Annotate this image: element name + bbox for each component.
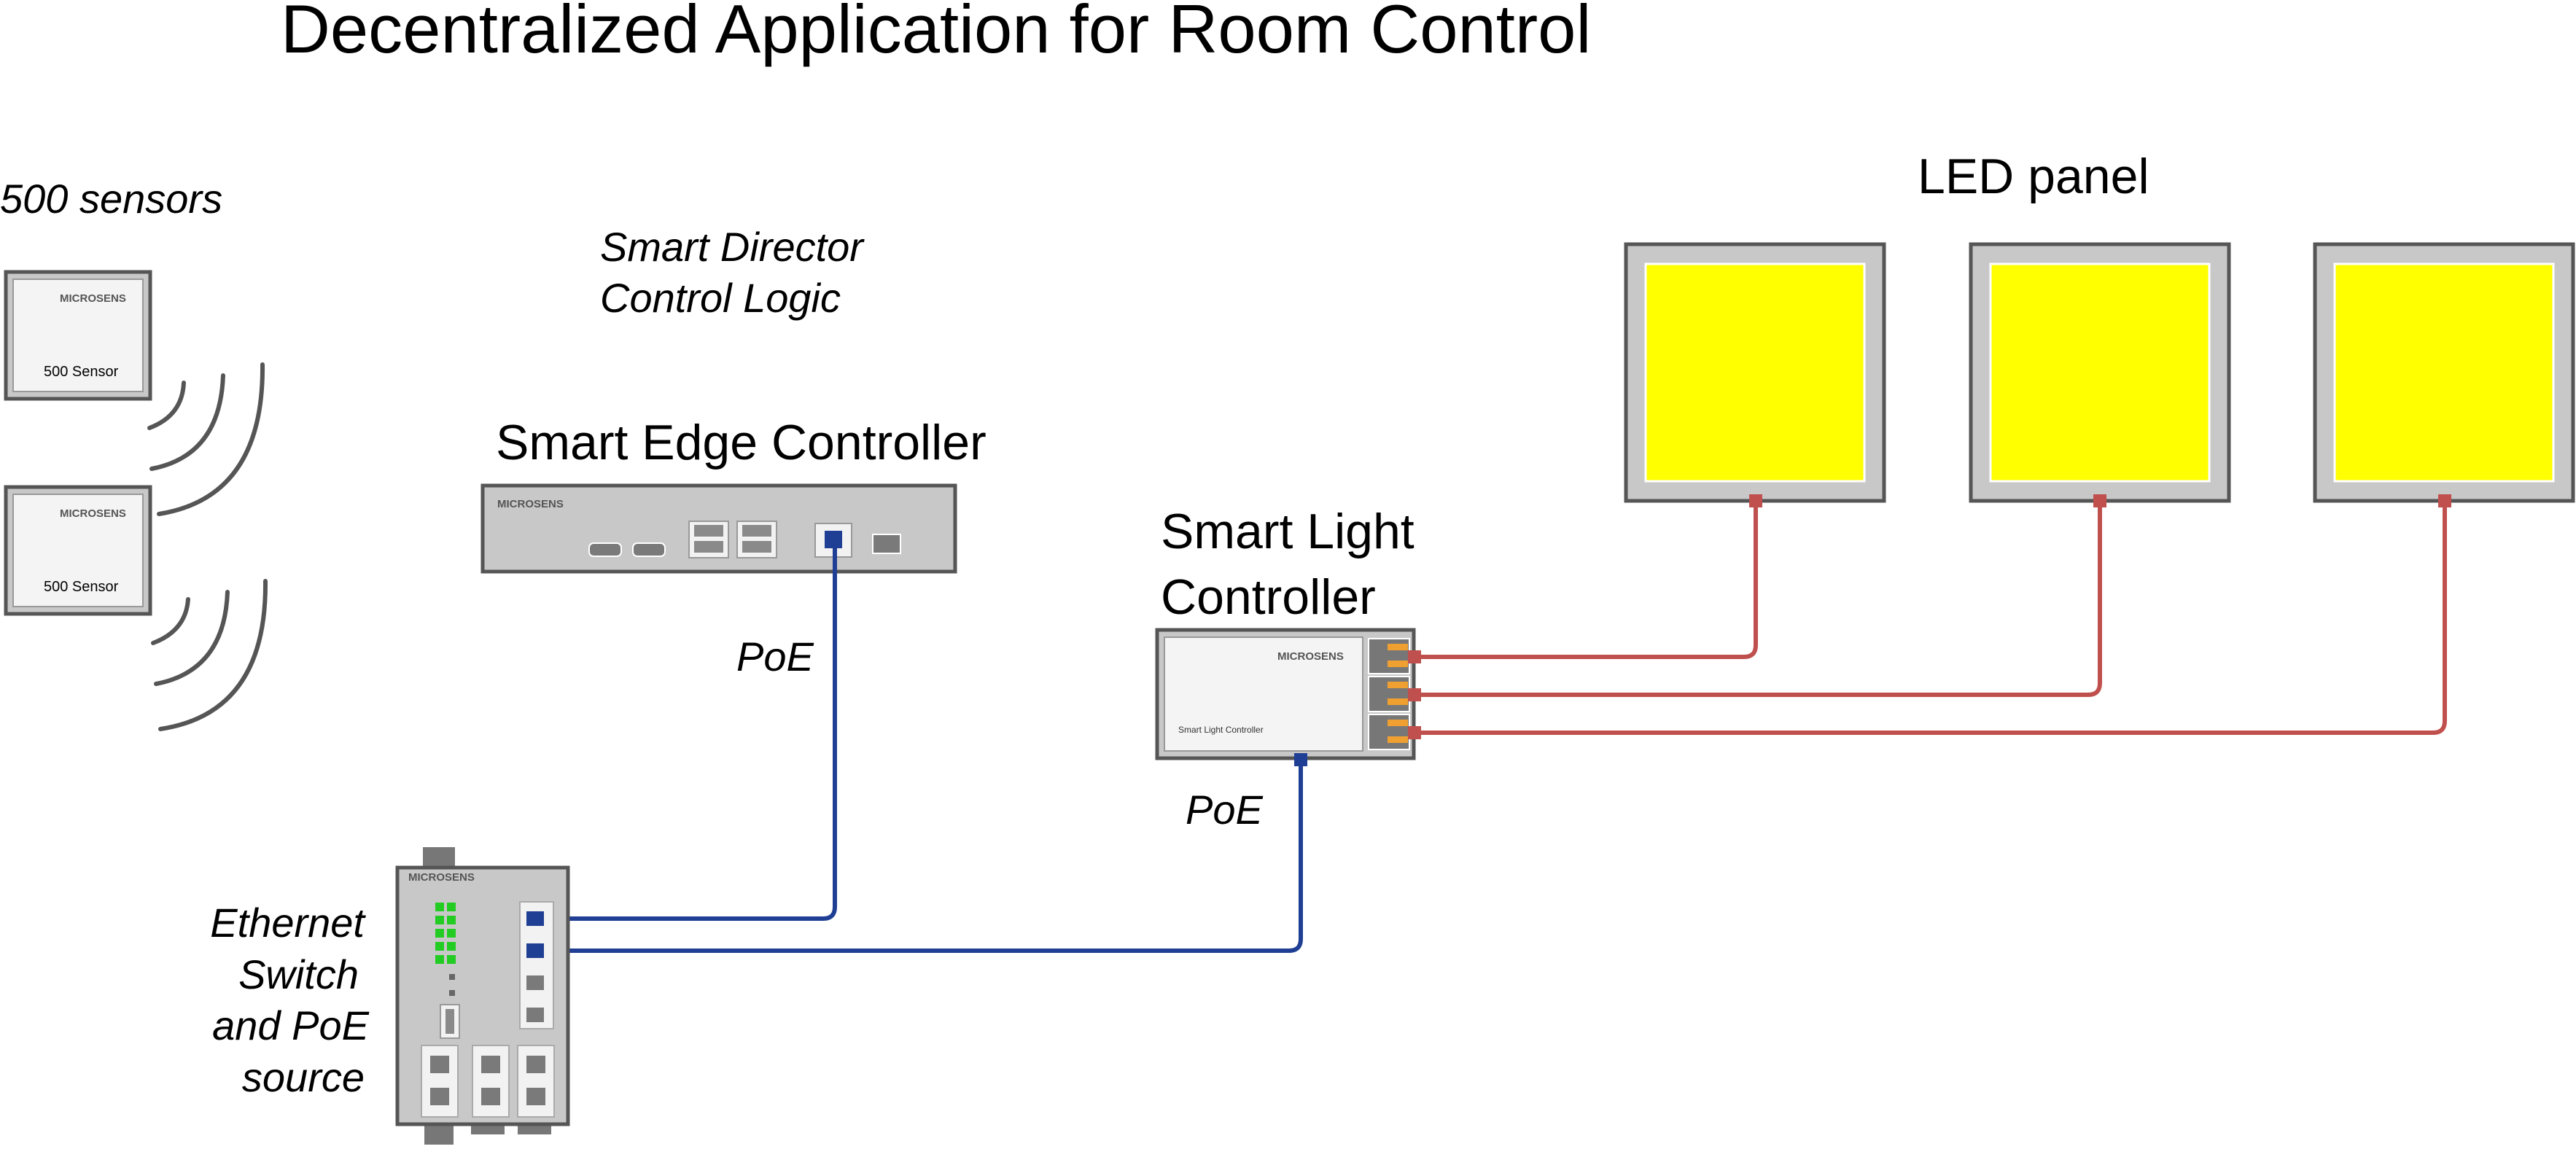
edge-controller-brand: MICROSENS	[497, 498, 564, 510]
sensor-brand: MICROSENS	[60, 292, 126, 305]
light-controller-face	[1164, 636, 1363, 752]
poe-label-light: PoE	[1186, 787, 1263, 833]
switch-port	[526, 1088, 545, 1105]
signal-wave	[149, 373, 225, 471]
smart-director-line2: Control Logic	[600, 275, 841, 321]
switch-label-line: Ethernet	[210, 900, 366, 946]
switch-port	[430, 1056, 449, 1073]
sensor-device: MICROSENS 500 Sensor	[4, 485, 152, 616]
indicator-dot	[449, 990, 455, 996]
switch-label-line: Switch	[238, 951, 359, 997]
indicator-dot	[449, 974, 455, 980]
poe-cable-edge	[534, 540, 837, 921]
switch-label: Ethernet Switch and PoE source	[210, 900, 369, 1100]
light-controller-label-line2: Controller	[1161, 569, 1376, 625]
signal-wave	[154, 590, 230, 686]
din-rail-clip	[424, 1123, 454, 1145]
power-cable	[1414, 501, 2102, 697]
switch-port	[430, 1088, 449, 1105]
hdmi-port	[588, 542, 622, 557]
sensor-waves	[147, 362, 265, 516]
power-port	[872, 534, 901, 554]
cable-terminal	[1408, 650, 1421, 663]
power-cables	[1408, 494, 2451, 739]
cable-terminal	[1749, 494, 1762, 507]
smart-light-controller: Smart Light Controller MICROSENS Smart L…	[1155, 504, 1416, 760]
din-rail-clip	[518, 1124, 551, 1134]
led-panel	[2313, 242, 2575, 503]
usb-port-pair	[736, 521, 777, 558]
led-panels-group: LED panel	[1624, 149, 2575, 503]
cable-terminal	[2093, 494, 2106, 507]
power-cable	[1414, 501, 2447, 735]
hdmi-port	[632, 542, 666, 557]
poe-cable-light	[534, 758, 1303, 953]
status-leds	[435, 903, 456, 964]
smart-director-label: Smart Director Control Logic	[600, 224, 865, 321]
switch-port	[526, 1056, 545, 1073]
power-cable	[1414, 501, 1758, 659]
switch-port	[526, 1008, 544, 1022]
sensor-label: 500 Sensor	[44, 579, 119, 595]
smart-director-line1: Smart Director	[600, 224, 865, 270]
light-controller-device-label: Smart Light Controller	[1178, 725, 1264, 735]
sensors-group: 500 sensors MICROSENS 500 Sensor MICROSE…	[0, 176, 268, 731]
bottom-port-block	[517, 1045, 555, 1118]
ethernet-switch: MICROSENS	[395, 847, 570, 1145]
sensor-waves	[151, 579, 268, 731]
signal-wave	[158, 579, 268, 731]
led-panel	[1969, 242, 2231, 503]
sensor-face	[12, 279, 144, 392]
cable-terminal	[1294, 753, 1307, 766]
poe-label-edge: PoE	[736, 634, 814, 679]
light-controller-brand: MICROSENS	[1277, 650, 1344, 663]
usb-port-pair	[688, 521, 729, 558]
switch-brand: MICROSENS	[408, 871, 475, 884]
output-connector	[1368, 676, 1410, 712]
cable-terminal	[2438, 494, 2451, 507]
sensor-face	[12, 494, 144, 607]
output-connector	[1368, 638, 1410, 674]
led-panel	[1624, 242, 1886, 503]
switch-port	[526, 975, 544, 990]
switch-port-active	[526, 943, 544, 958]
ethernet-cables	[534, 540, 1307, 953]
sensors-heading: 500 sensors	[0, 176, 222, 222]
sensor-label: 500 Sensor	[44, 364, 119, 380]
led-panel-surface	[2333, 262, 2555, 483]
cable-terminal	[1408, 726, 1421, 739]
edge-controller-label: Smart Edge Controller	[496, 415, 987, 470]
cable-terminal	[1408, 688, 1421, 701]
sensor-device: MICROSENS 500 Sensor	[4, 270, 152, 401]
switch-port	[481, 1056, 500, 1073]
led-panel-label: LED panel	[1918, 149, 2149, 204]
light-controller-label-line1: Smart Light	[1161, 504, 1415, 559]
led-panel-surface	[1989, 262, 2211, 483]
signal-wave	[151, 597, 190, 645]
signal-wave	[147, 381, 186, 430]
switch-port-active	[526, 911, 544, 926]
signal-wave	[157, 362, 265, 516]
led-panel-surface	[1644, 262, 1866, 483]
din-rail-clip	[423, 847, 455, 868]
diagram-title: Decentralized Application for Room Contr…	[281, 0, 1591, 67]
sensor-brand: MICROSENS	[60, 507, 126, 520]
output-connector	[1368, 714, 1410, 750]
switch-label-line: source	[242, 1054, 365, 1100]
din-rail-clip	[471, 1124, 505, 1134]
switch-port	[481, 1088, 500, 1105]
bottom-port-block	[472, 1045, 510, 1118]
smart-edge-controller: Smart Edge Controller MICROSENS	[480, 415, 987, 574]
switch-label-line: and PoE	[212, 1002, 369, 1048]
bottom-port-block	[421, 1045, 459, 1118]
